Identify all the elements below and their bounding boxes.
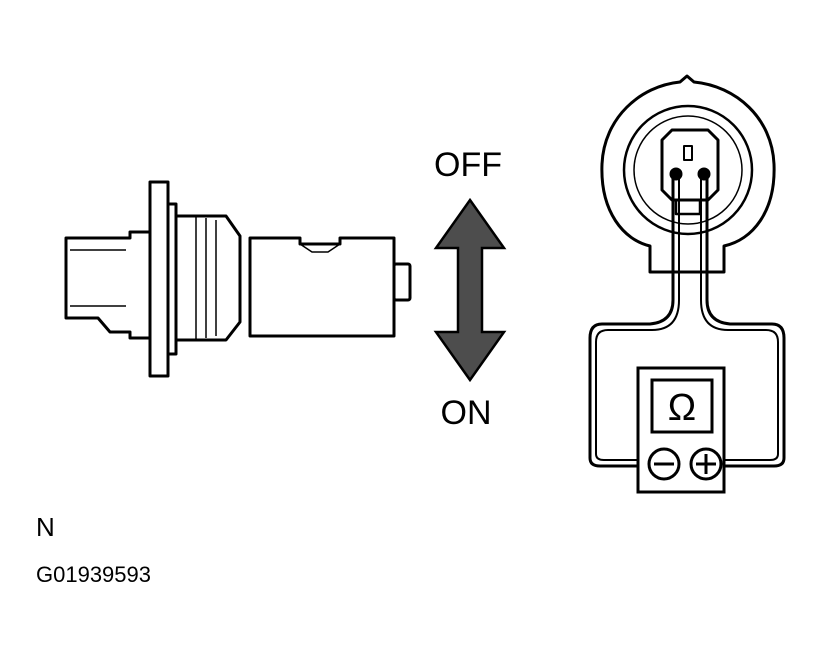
connector-socket	[660, 128, 720, 202]
switch-barrel	[174, 214, 242, 342]
mounting-flange	[148, 180, 170, 378]
ohm-symbol: Ω	[668, 387, 696, 429]
lead-positive	[705, 176, 786, 468]
connector-housing	[64, 230, 152, 340]
test-leads	[588, 176, 786, 468]
end-view-inner-ring-2	[633, 115, 743, 225]
ohmmeter-display	[650, 378, 714, 434]
off-label: OFF	[434, 146, 502, 184]
switch-end-view	[600, 74, 776, 274]
lead-negative-inner	[595, 176, 680, 461]
double-arrow-icon	[433, 197, 507, 383]
figure-id: G01939593	[36, 562, 151, 587]
lead-negative	[588, 176, 675, 468]
plunger-tip	[392, 262, 412, 302]
off-on-arrow	[433, 197, 507, 383]
note-label: N	[36, 512, 55, 542]
ohmmeter: Ω	[636, 366, 726, 494]
on-label: ON	[441, 394, 492, 432]
switch-side-view	[64, 180, 412, 378]
plunger-cylinder	[248, 236, 396, 338]
socket-key	[683, 145, 693, 161]
end-view-inner-ring	[622, 104, 754, 236]
lead-positive-inner	[700, 176, 779, 461]
cylinder-notch	[299, 243, 341, 253]
